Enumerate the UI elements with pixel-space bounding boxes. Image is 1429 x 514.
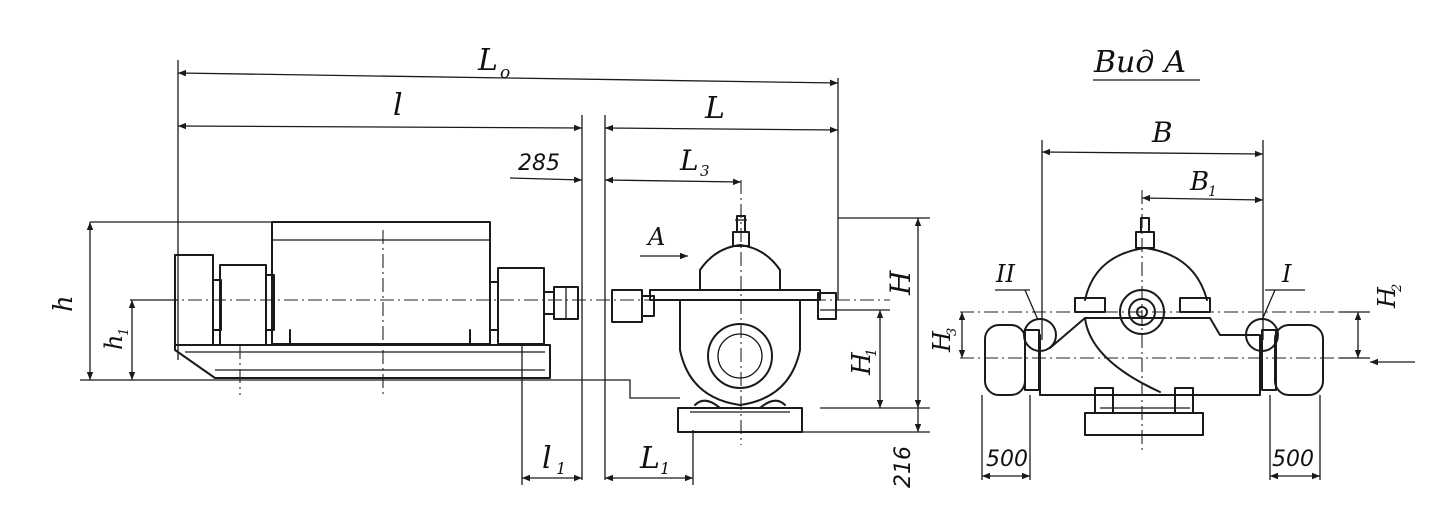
label-L3-sub: 3 [700, 162, 710, 180]
label-L: L [704, 91, 725, 126]
label-B1: B [1189, 167, 1209, 197]
dimension-labels: L o l L 285 L 3 A h h 1 H H 1 216 l 1 L … [49, 43, 1405, 488]
dim-L3 [604, 176, 742, 186]
label-h1-sub: 1 [117, 328, 132, 336]
label-B1-sub: 1 [1208, 184, 1217, 200]
label-H: H [884, 270, 917, 296]
label-L1-sub: 1 [660, 459, 670, 478]
dim-285 [509, 176, 583, 183]
label-h: h [49, 295, 79, 312]
dimension-lines [86, 69, 1415, 482]
dim-L0 [177, 69, 839, 87]
label-H1: H [847, 351, 877, 376]
label-H3-sub: 3 [945, 328, 960, 336]
view-title: Вид А [1093, 45, 1187, 80]
label-view-arrow-a: A [646, 223, 665, 251]
extension-lines [80, 60, 1370, 485]
dim-B1 [1141, 194, 1264, 204]
label-l1: l [542, 441, 552, 476]
label-285: 285 [518, 151, 560, 176]
label-500-right: 500 [1272, 447, 1314, 472]
pump-view-a [960, 190, 1360, 450]
dim-l [177, 122, 583, 132]
label-L1: L [639, 441, 660, 476]
dim-L [604, 124, 839, 134]
label-l: l [393, 88, 403, 123]
label-L3: L [679, 144, 699, 177]
label-l1-sub: 1 [556, 459, 566, 478]
pump-side-view [611, 180, 837, 445]
label-H3: H [928, 330, 956, 353]
label-I: I [1281, 260, 1292, 288]
label-h1: h [100, 335, 128, 350]
label-L0: L [477, 43, 498, 78]
label-II: II [995, 260, 1015, 288]
label-H1-sub: 1 [864, 348, 880, 357]
label-H2: H [1373, 286, 1401, 309]
dim-B [1041, 148, 1264, 158]
label-500-left: 500 [986, 447, 1028, 472]
label-B: B [1151, 116, 1173, 149]
label-H2-sub: 2 [1390, 284, 1405, 293]
label-216: 216 [891, 446, 916, 488]
motor-assembly [140, 221, 890, 395]
label-L0-sub: o [500, 63, 510, 83]
